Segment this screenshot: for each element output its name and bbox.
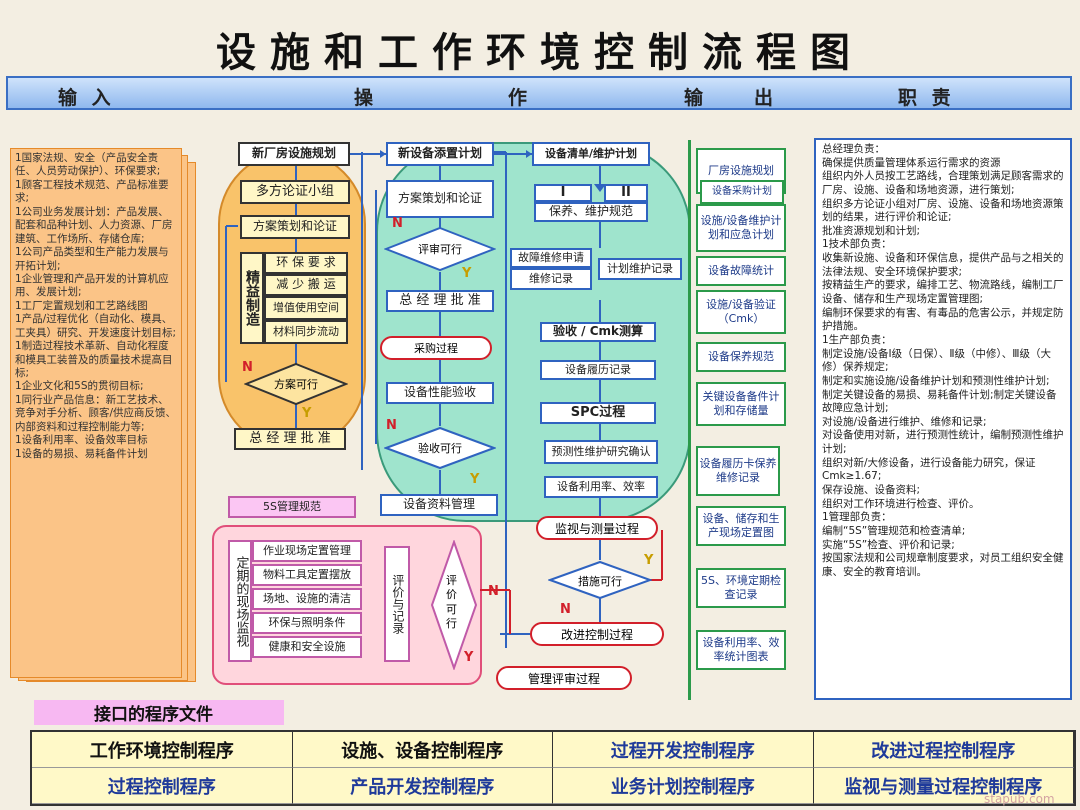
header-operate-2: 作 — [508, 87, 532, 109]
output-doc: 设备履历卡保养维修记录 — [696, 446, 780, 496]
measure-feasible-label: 措施可行 — [578, 575, 622, 588]
interface-doc: 业务计划控制程序 — [553, 768, 814, 804]
management-review-pill: 管理评审过程 — [496, 666, 632, 690]
interface-doc: 改进过程控制程序 — [813, 732, 1074, 768]
new-equipment-plan-box: 新设备添置计划 — [386, 142, 494, 166]
output-doc: 关键设备备件计划和存储量 — [696, 382, 786, 426]
new-plant-planning-box: 新厂房设施规划 — [238, 142, 350, 166]
interface-doc: 过程开发控制程序 — [553, 732, 814, 768]
monitor-measure-pill: 监视与测量过程 — [536, 516, 658, 540]
responsibilities-panel: 总经理负责： 确保提供质量管理体系运行需求的资源 组织内外人员按工艺路线，合理策… — [814, 138, 1072, 700]
interface-doc: 过程控制程序 — [32, 768, 293, 804]
watermark: stapub.com — [984, 792, 1055, 806]
no-mark: N — [242, 360, 253, 375]
header-output-1: 输 — [684, 87, 708, 109]
value-space-box: 增值使用空间 — [264, 296, 348, 320]
header-output-2: 出 — [754, 87, 778, 109]
yes-mark: Y — [470, 472, 480, 487]
evaluation-feasible-label: 评价可行 — [446, 574, 457, 630]
interface-doc: 监视与测量过程控制程序 — [813, 768, 1074, 804]
acceptance-feasible-label: 验收可行 — [418, 442, 462, 455]
multi-party-group-box: 多方论证小组 — [240, 180, 350, 204]
health-safety-box: 健康和安全设施 — [252, 636, 362, 658]
evaluation-record-box: 评价与记录 — [384, 546, 410, 662]
column-header-bar: 输 入 操 作 输 出 职 责 — [6, 76, 1072, 110]
material-flow-box: 材料同步流动 — [264, 320, 348, 344]
level-i-box: I — [534, 184, 592, 202]
interface-title: 接口的程序文件 — [34, 700, 284, 725]
reduce-handling-box: 减 少 搬 运 — [264, 274, 348, 296]
output-doc: 5S、环境定期检查记录 — [696, 568, 786, 608]
periodic-monitoring-box: 定期的现场监视 — [228, 540, 252, 662]
cmk-calc-box: 验收 / Cmk测算 — [540, 322, 656, 342]
output-doc: 设备采购计划 — [700, 180, 784, 204]
fault-repair-request-box: 故障维修申请 — [510, 248, 592, 268]
interface-doc: 产品开发控制程序 — [292, 768, 553, 804]
yes-mark: Y — [644, 553, 654, 568]
evaluation-feasible-decision — [430, 540, 478, 670]
lean-manufacturing-box: 精益制造 — [240, 252, 264, 344]
plant-feasible-label: 方案可行 — [274, 378, 318, 391]
no-mark: N — [386, 418, 397, 433]
site-layout-box: 作业现场定置管理 — [252, 540, 362, 562]
spc-process-box: SPC过程 — [540, 402, 656, 424]
cleaning-box: 场地、设施的清洁 — [252, 588, 362, 610]
output-rail — [688, 140, 700, 700]
performance-acceptance-box: 设备性能验收 — [386, 382, 494, 404]
measure-feasible-decision — [548, 560, 652, 600]
interface-docs-table: 工作环境控制程序 设施、设备控制程序 过程开发控制程序 改进过程控制程序 过程控… — [30, 730, 1076, 806]
output-doc: 设备故障统计 — [696, 256, 786, 286]
planned-maint-record-box: 计划维护记录 — [598, 258, 682, 280]
env-requirement-box: 环 保 要 求 — [264, 252, 348, 274]
predictive-maint-box: 预测性维护研究确认 — [544, 440, 658, 464]
equipment-data-mgmt-box: 设备资料管理 — [380, 494, 498, 516]
header-operate-1: 操 — [354, 87, 378, 109]
page-title: 设施和工作环境控制流程图 — [216, 29, 864, 76]
level-ii-box: II — [604, 184, 648, 202]
improve-control-pill: 改进控制过程 — [530, 622, 664, 646]
header-input: 输 入 — [58, 87, 115, 109]
output-doc: 设施/设备维护计划和应急计划 — [696, 204, 786, 252]
maintenance-spec-box: 保养、维护规范 — [534, 202, 648, 222]
history-record-box: 设备履历记录 — [540, 360, 656, 380]
no-mark: N — [392, 216, 403, 231]
no-mark: N — [560, 602, 571, 617]
plant-feasible-decision — [244, 362, 348, 406]
purchase-process-pill: 采购过程 — [380, 336, 492, 360]
input-list: 1国家法规、安全（产品安全责任、人员劳动保护）、环保要求; 1顾客工程技术规范、… — [10, 148, 182, 678]
review-feasible-decision — [384, 226, 496, 272]
yes-mark: Y — [464, 650, 474, 665]
equipment-scheme-box: 方案策划和论证 — [386, 180, 494, 218]
5s-standard-box: 5S管理规范 — [228, 496, 356, 518]
output-doc: 设备、储存和生产现场定置图 — [696, 506, 786, 546]
output-doc: 设备保养规范 — [696, 342, 786, 372]
gm-approval-equip-box: 总 经 理 批 准 — [386, 290, 494, 312]
no-mark: N — [488, 584, 499, 599]
lighting-box: 环保与照明条件 — [252, 612, 362, 634]
plant-scheme-box: 方案策划和论证 — [240, 215, 350, 239]
output-doc: 设施/设备验证（Cmk） — [696, 290, 786, 334]
yes-mark: Y — [462, 266, 472, 281]
header-duty: 职 责 — [898, 87, 955, 109]
review-feasible-label: 评审可行 — [418, 243, 462, 256]
yes-mark: Y — [302, 406, 312, 421]
gm-approval-plant-box: 总 经 理 批 准 — [234, 428, 346, 450]
output-doc: 设备利用率、效率统计图表 — [696, 630, 786, 670]
utilization-box: 设备利用率、效率 — [544, 476, 658, 498]
repair-record-box: 维修记录 — [510, 268, 592, 290]
tool-placement-box: 物料工具定置摆放 — [252, 564, 362, 586]
acceptance-feasible-decision — [384, 426, 496, 470]
equipment-list-box: 设备清单/维护计划 — [532, 142, 650, 166]
interface-doc: 工作环境控制程序 — [32, 732, 293, 768]
interface-doc: 设施、设备控制程序 — [292, 732, 553, 768]
